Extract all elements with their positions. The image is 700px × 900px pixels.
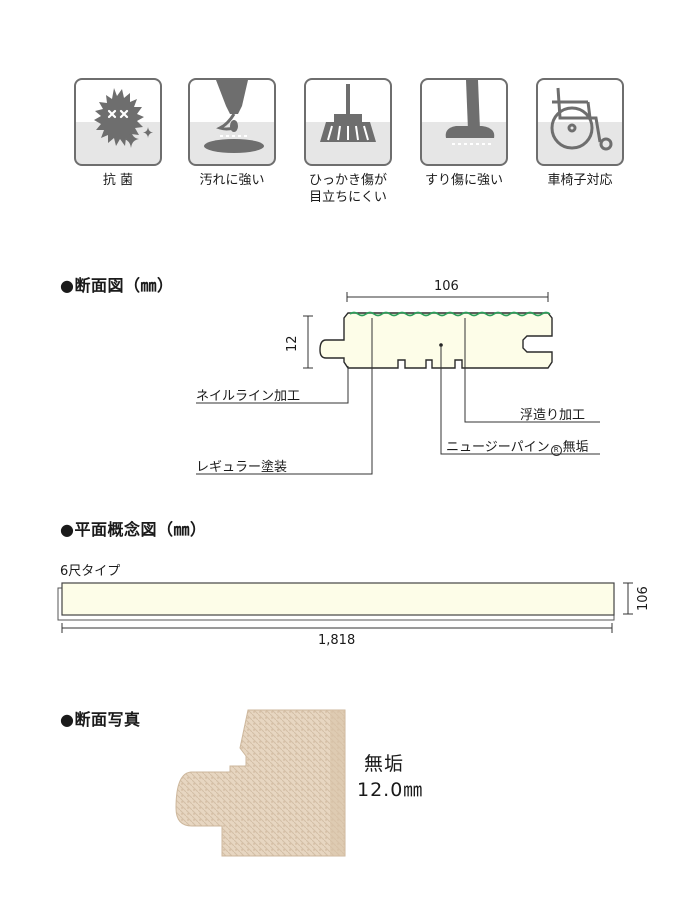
callout-floating: 浮造り加工: [520, 408, 586, 423]
antibacterial-icon: [94, 88, 153, 148]
wood-edge-shade: [330, 710, 345, 856]
feature-tile: [304, 78, 392, 166]
feature-antibacterial: 抗 菌: [72, 78, 164, 189]
leader-regular-coating: [196, 318, 373, 475]
feature-tile: [536, 78, 624, 166]
callout-nail-line: ネイルライン加工: [196, 389, 301, 404]
coating-wave-line: [349, 311, 551, 317]
leader-floating: [464, 318, 600, 423]
photo-label-thickness: 12.0㎜: [357, 779, 424, 801]
feature-tile: [420, 78, 508, 166]
wood-sample: [175, 709, 346, 857]
width-dimension-line: [346, 292, 549, 302]
board-profile: [319, 312, 553, 369]
length-dimension-label: 1,818: [318, 633, 356, 648]
stain-resistant-icon: [204, 80, 264, 153]
callout-regular-coating: レギュラー塗装: [196, 460, 288, 475]
leader-material: [440, 345, 600, 455]
wheelchair-icon: [550, 87, 613, 151]
feature-scratch: ひっかき傷が 目立ちにくい: [302, 78, 394, 206]
broom-icon: [320, 84, 376, 142]
feature-label: 汚れに強い: [199, 173, 265, 188]
width-dimension-label: 106: [434, 279, 459, 294]
plan-width-dimension-line: [623, 582, 633, 615]
section-heading-photo: ●断面写真: [60, 710, 141, 729]
material-suffix: 無垢: [562, 440, 589, 455]
feature-label-line2: 目立ちにくい: [309, 190, 387, 205]
feature-wheelchair: 車椅子対応: [534, 78, 626, 189]
plank-outline: [61, 582, 615, 616]
material-name: ニュージーパイン: [446, 440, 550, 455]
registered-mark-icon: R: [550, 445, 562, 456]
plan-type-label: 6尺タイプ: [60, 564, 121, 579]
feature-stain-resistant: 汚れに強い: [186, 78, 278, 189]
section-heading-plan-view: ●平面概念図（㎜）: [60, 520, 207, 539]
feature-label: すり傷に強い: [424, 173, 503, 188]
feature-tile: [188, 78, 276, 166]
slipper-foot-icon: [445, 80, 495, 145]
feature-tile: [74, 78, 162, 166]
feature-label: 車椅子対応: [547, 173, 613, 188]
leader-nail-line: [196, 366, 349, 404]
feature-label: 抗 菌: [102, 173, 134, 188]
thickness-dimension-line: [303, 315, 313, 369]
feature-abrasion: すり傷に強い: [418, 78, 510, 189]
feature-label: ひっかき傷が: [308, 173, 387, 188]
photo-label-material: 無垢: [364, 753, 405, 775]
length-dimension-line: [61, 623, 613, 633]
section-heading-cross-section: ●断面図（㎜）: [60, 276, 174, 295]
